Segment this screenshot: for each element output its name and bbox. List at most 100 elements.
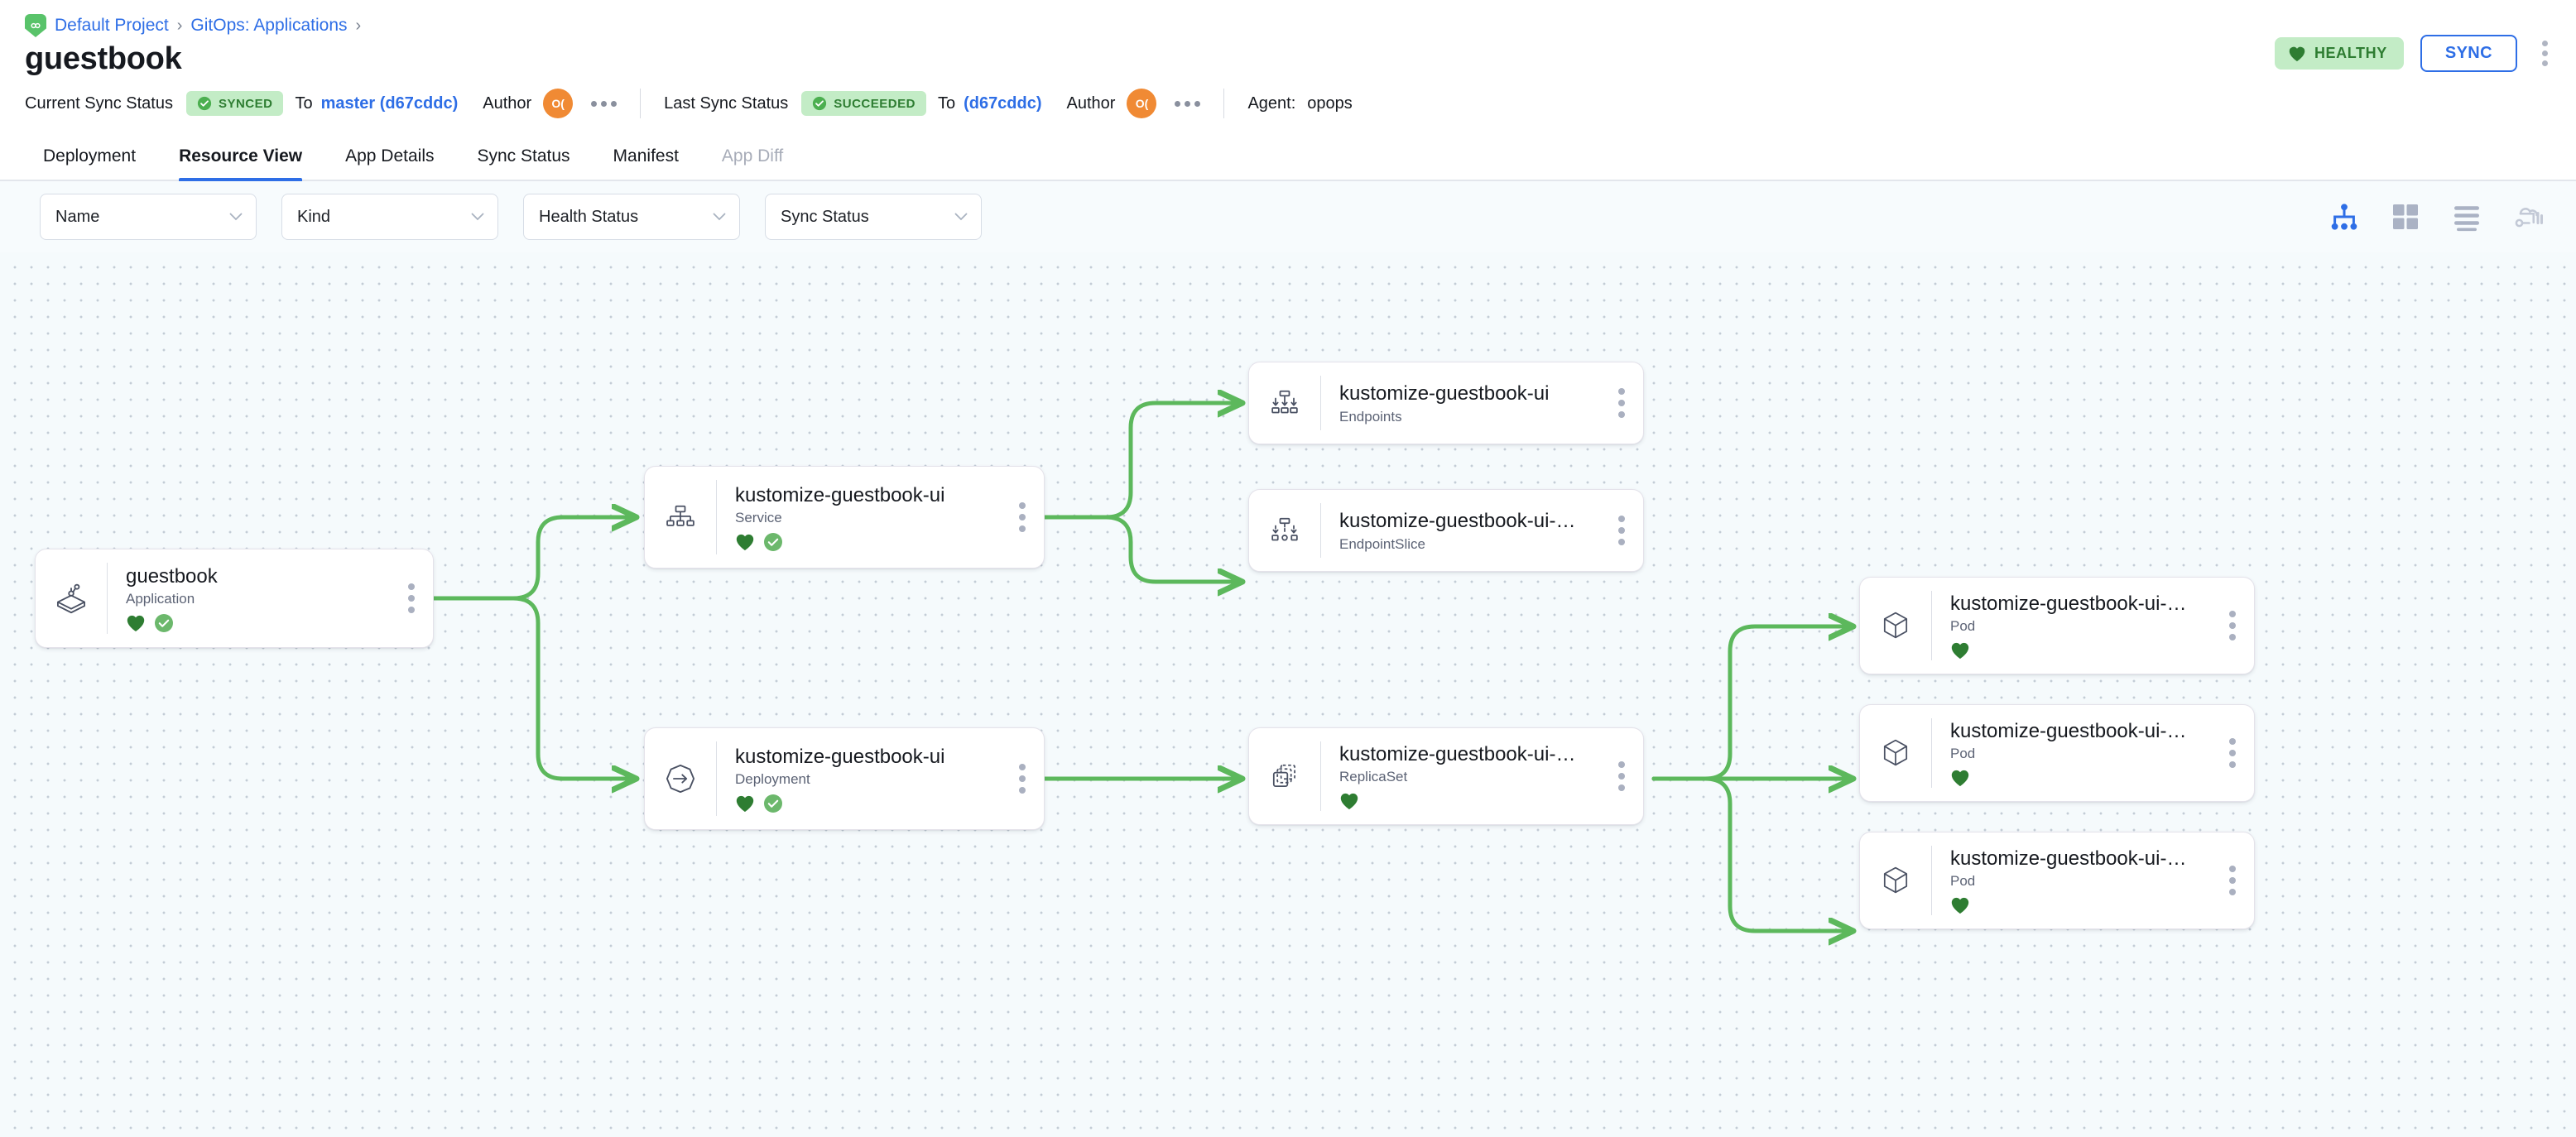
last-sync-revision-link[interactable]: (d67cddc): [964, 94, 1042, 113]
kebab-dot: [591, 100, 598, 107]
pod-icon: [1860, 578, 1931, 674]
tab-manifest[interactable]: Manifest: [613, 146, 679, 166]
sync-check-icon: [155, 614, 173, 633]
replicaset-icon: [1249, 728, 1320, 824]
node-menu-button[interactable]: [2221, 738, 2254, 768]
current-sync-status-chip: SYNCED: [185, 91, 284, 116]
node-menu-button[interactable]: [400, 583, 433, 613]
avatar-current-sync-author[interactable]: O(: [543, 89, 574, 118]
endpoints-icon: [1249, 362, 1320, 444]
node-menu-button[interactable]: [1610, 388, 1643, 418]
chevron-down-icon: [713, 213, 726, 221]
last-sync-status-chip: SUCCEEDED: [801, 91, 926, 116]
node-menu-button[interactable]: [2221, 611, 2254, 640]
resource-node-service[interactable]: kustomize-guestbook-ui Service: [644, 466, 1045, 568]
tab-app-diff: App Diff: [721, 146, 784, 166]
resource-node-pod-1[interactable]: kustomize-guestbook-ui-… Pod: [1859, 577, 2255, 674]
kebab-dot: [1618, 400, 1625, 406]
kebab-dot: [1019, 514, 1026, 521]
tab-resource-view[interactable]: Resource View: [157, 146, 324, 181]
filter-sync-status-label: Sync Status: [781, 207, 869, 226]
node-divider: [716, 741, 717, 816]
kebab-dot: [1019, 502, 1026, 509]
kebab-dot: [408, 583, 415, 590]
grid-view-icon[interactable]: [2391, 202, 2420, 232]
resource-tree-canvas[interactable]: guestbook Application: [0, 252, 2576, 1137]
resource-node-application[interactable]: guestbook Application: [35, 549, 434, 648]
header-more-menu-button[interactable]: [2534, 36, 2556, 71]
node-kind: Pod: [1950, 618, 1976, 635]
tree-view-icon[interactable]: [2329, 202, 2359, 232]
health-heart-icon: [1951, 643, 1969, 660]
kebab-dot: [1618, 784, 1625, 791]
avatar-last-sync-author[interactable]: O(: [1127, 89, 1157, 118]
node-kind: EndpointSlice: [1339, 535, 1425, 552]
resource-node-endpoints[interactable]: kustomize-guestbook-ui Endpoints: [1248, 362, 1644, 444]
node-menu-button[interactable]: [1011, 764, 1044, 794]
node-name: kustomize-guestbook-ui-…: [1950, 592, 2187, 615]
kebab-dot: [1618, 773, 1625, 780]
resource-node-replicaset[interactable]: kustomize-guestbook-ui-… ReplicaSet: [1248, 727, 1644, 825]
node-status-badges: [1950, 768, 2221, 788]
health-heart-icon: [127, 616, 145, 632]
resource-node-endpointslice[interactable]: kustomize-guestbook-ui-… EndpointSlice: [1248, 489, 1644, 572]
node-content: guestbook Application: [108, 549, 400, 647]
tab-sync-status[interactable]: Sync Status: [477, 146, 570, 166]
tab-deployment[interactable]: Deployment: [43, 146, 137, 166]
heart-icon: [2289, 46, 2305, 61]
node-content: kustomize-guestbook-ui-… ReplicaSet: [1321, 728, 1610, 824]
node-divider: [1320, 503, 1321, 558]
node-name: kustomize-guestbook-ui: [735, 483, 945, 506]
kebab-dot: [1618, 411, 1625, 418]
health-heart-icon: [736, 535, 754, 551]
filter-sync-status-select[interactable]: Sync Status: [765, 194, 982, 240]
filter-kind-select[interactable]: Kind: [281, 194, 498, 240]
node-menu-button[interactable]: [1610, 516, 1643, 545]
health-badge-label: HEALTHY: [2314, 45, 2387, 61]
check-circle-icon: [197, 96, 212, 111]
sync-check-icon: [764, 794, 782, 813]
kebab-dot: [1618, 761, 1625, 768]
sync-button[interactable]: SYNC: [2420, 35, 2517, 72]
breadcrumb-link-applications[interactable]: GitOps: Applications: [190, 16, 348, 35]
kebab-dot: [1618, 527, 1625, 534]
resource-node-deployment[interactable]: kustomize-guestbook-ui Deployment: [644, 727, 1045, 830]
kebab-dot: [1019, 775, 1026, 782]
filter-health-status-select[interactable]: Health Status: [523, 194, 740, 240]
kebab-dot: [1175, 100, 1181, 107]
breadcrumb-link-project[interactable]: Default Project: [55, 16, 169, 35]
node-name: kustomize-guestbook-ui-…: [1950, 719, 2187, 742]
node-content: kustomize-guestbook-ui Endpoints: [1321, 362, 1610, 444]
node-content: kustomize-guestbook-ui-… Pod: [1932, 578, 2221, 674]
node-name: kustomize-guestbook-ui: [1339, 382, 1550, 405]
kebab-dot: [601, 100, 608, 107]
header-actions: HEALTHY SYNC: [2274, 35, 2556, 72]
breadcrumb-separator: ›: [176, 16, 183, 35]
status-divider-2: [1223, 89, 1225, 118]
health-heart-icon: [1340, 794, 1358, 810]
pod-icon: [1860, 832, 1931, 928]
health-heart-icon: [736, 796, 754, 813]
current-sync-more-button[interactable]: [591, 100, 618, 107]
tab-app-details[interactable]: App Details: [345, 146, 435, 166]
node-menu-button[interactable]: [2221, 866, 2254, 895]
chevron-down-icon: [954, 213, 968, 221]
filter-name-label: Name: [55, 207, 100, 226]
resource-node-pod-3[interactable]: kustomize-guestbook-ui-… Pod: [1859, 832, 2255, 929]
node-content: kustomize-guestbook-ui-… EndpointSlice: [1321, 490, 1610, 571]
kebab-dot: [408, 595, 415, 602]
breadcrumb: Default Project › GitOps: Applications ›: [0, 0, 2576, 37]
node-menu-button[interactable]: [1011, 502, 1044, 532]
pod-icon: [1860, 705, 1931, 801]
node-menu-button[interactable]: [1610, 761, 1643, 791]
filter-name-select[interactable]: Name: [40, 194, 257, 240]
network-view-icon[interactable]: [2513, 202, 2543, 232]
current-sync-revision-link[interactable]: master (d67cddc): [320, 94, 459, 113]
resource-node-pod-2[interactable]: kustomize-guestbook-ui-… Pod: [1859, 704, 2255, 802]
chevron-down-icon: [229, 213, 243, 221]
node-divider: [107, 563, 108, 634]
kebab-dot: [1194, 100, 1201, 107]
last-sync-more-button[interactable]: [1175, 100, 1201, 107]
list-view-icon[interactable]: [2452, 202, 2482, 232]
